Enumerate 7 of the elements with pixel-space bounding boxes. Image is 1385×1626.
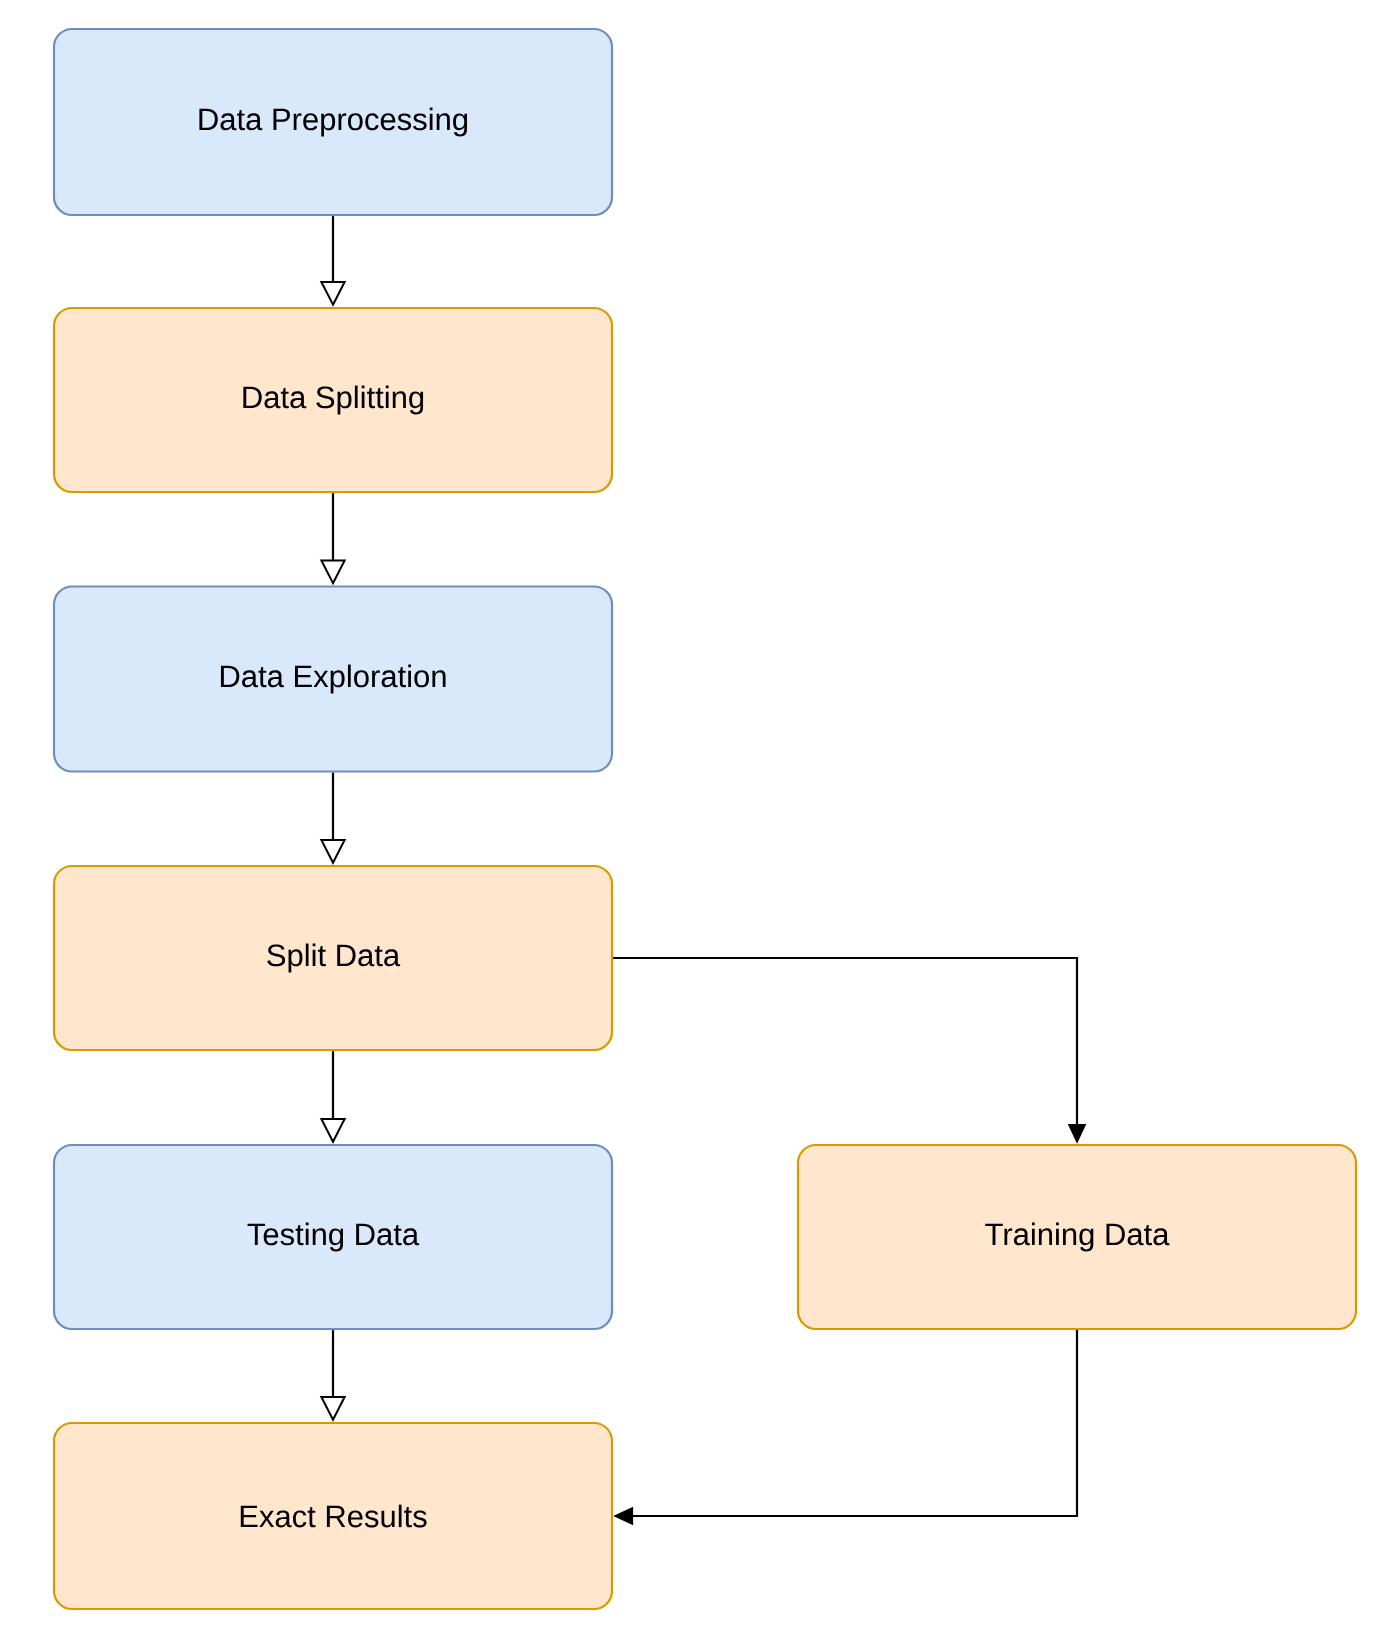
process-box: Split Data [52, 864, 614, 1052]
process-box: Data Exploration [52, 585, 614, 773]
process-box: Data Preprocessing [52, 27, 614, 217]
process-box: Data Splitting [52, 306, 614, 494]
process-box: Testing Data [52, 1143, 614, 1331]
process-box: Exact Results [52, 1421, 614, 1611]
process-box: Training Data [796, 1143, 1358, 1331]
